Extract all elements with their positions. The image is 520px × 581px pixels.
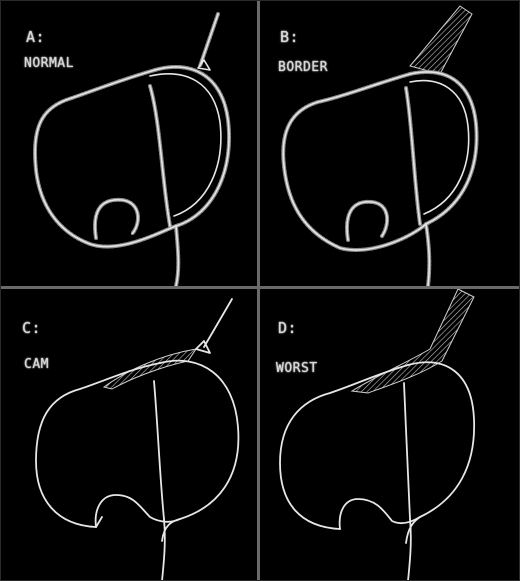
panel-d-letter: D:	[278, 319, 297, 337]
vertical-divider	[257, 0, 260, 581]
femoral-head-outline-d	[260, 289, 520, 581]
panel-b-caption: BORDER	[278, 60, 328, 75]
panel-a: A: NORMAL	[0, 0, 257, 286]
panel-b: B: BORDER	[260, 0, 520, 286]
panel-d: D: WORST	[260, 289, 520, 581]
bump-region-c	[104, 349, 196, 389]
panel-c-caption: CAM	[24, 357, 49, 372]
panel-a-caption: NORMAL	[24, 56, 74, 71]
panel-d-caption: WORST	[276, 361, 318, 376]
panel-b-letter: B:	[280, 28, 299, 46]
horizontal-divider	[0, 286, 520, 289]
panel-c: C: CAM	[0, 289, 257, 581]
bump-region-b	[410, 6, 472, 74]
panel-a-letter: A:	[26, 28, 45, 46]
panel-c-letter: C:	[22, 319, 41, 337]
